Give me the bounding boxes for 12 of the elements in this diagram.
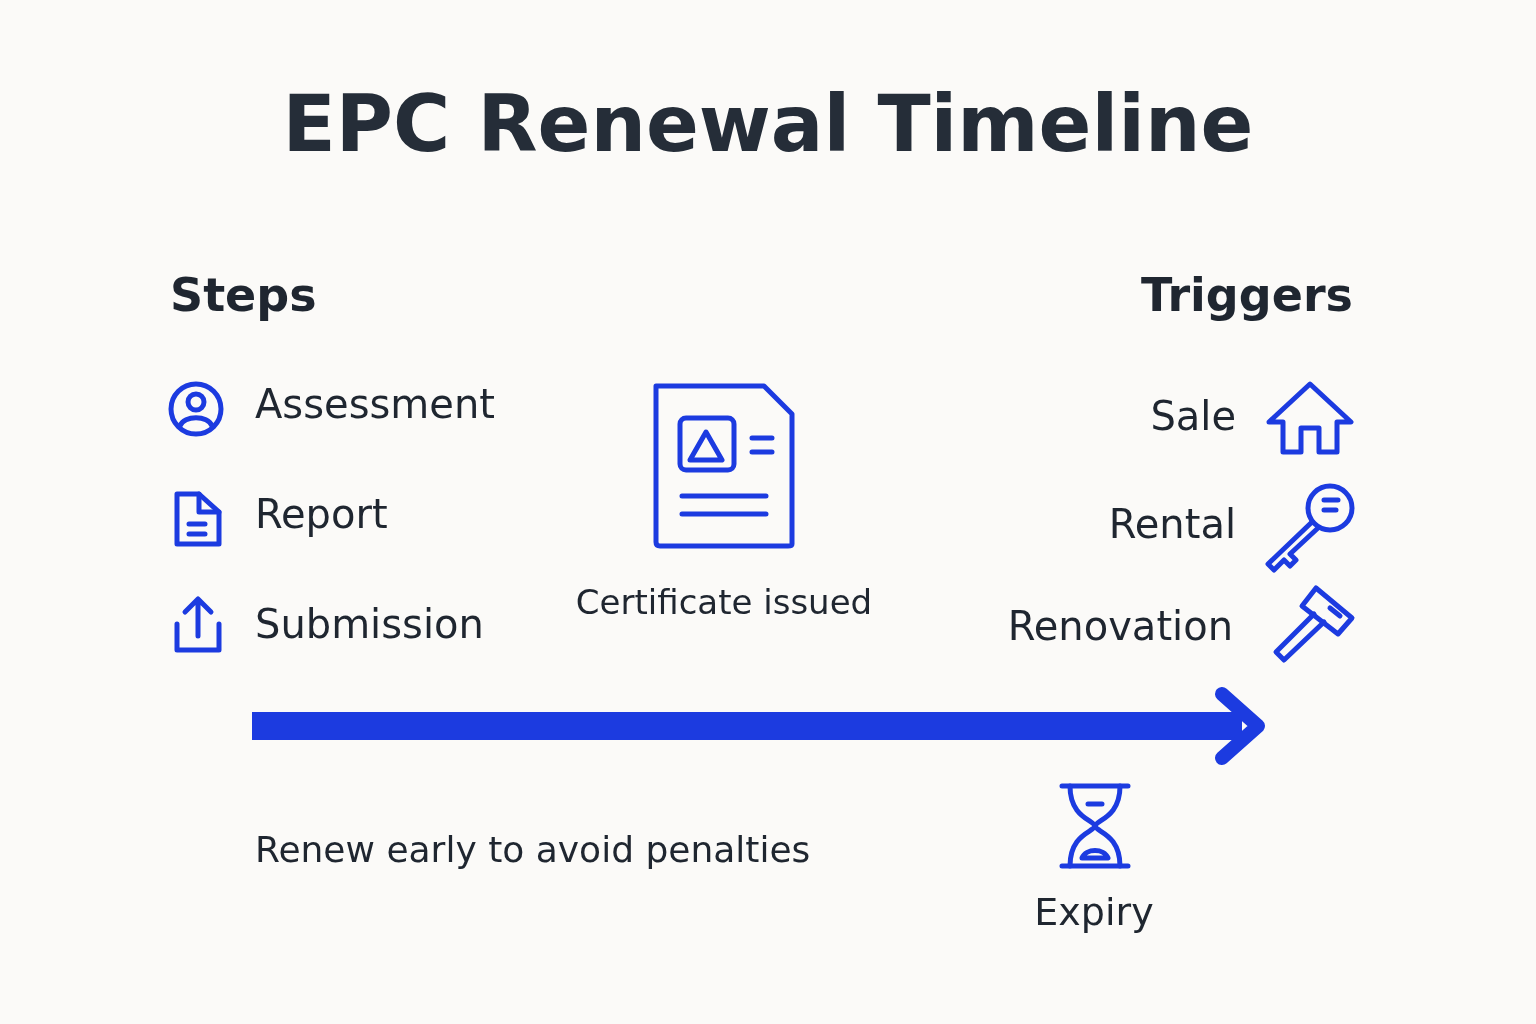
note-text: Renew early to avoid penalties (255, 828, 811, 872)
expiry-label: Expiry (1034, 890, 1154, 936)
section-heading: Steps (170, 268, 317, 324)
title: EPC Renewal Timeline (282, 78, 1254, 171)
certificate-label: Certificate issued (575, 582, 873, 623)
section-heading: Triggers (1141, 268, 1353, 324)
trigger-label: Rental (1108, 500, 1236, 548)
trigger-label: Sale (1150, 392, 1236, 440)
step-label: Report (255, 490, 388, 538)
trigger-label: Renovation (1007, 602, 1233, 650)
step-label: Submission (255, 600, 484, 648)
step-label: Assessment (255, 380, 495, 428)
